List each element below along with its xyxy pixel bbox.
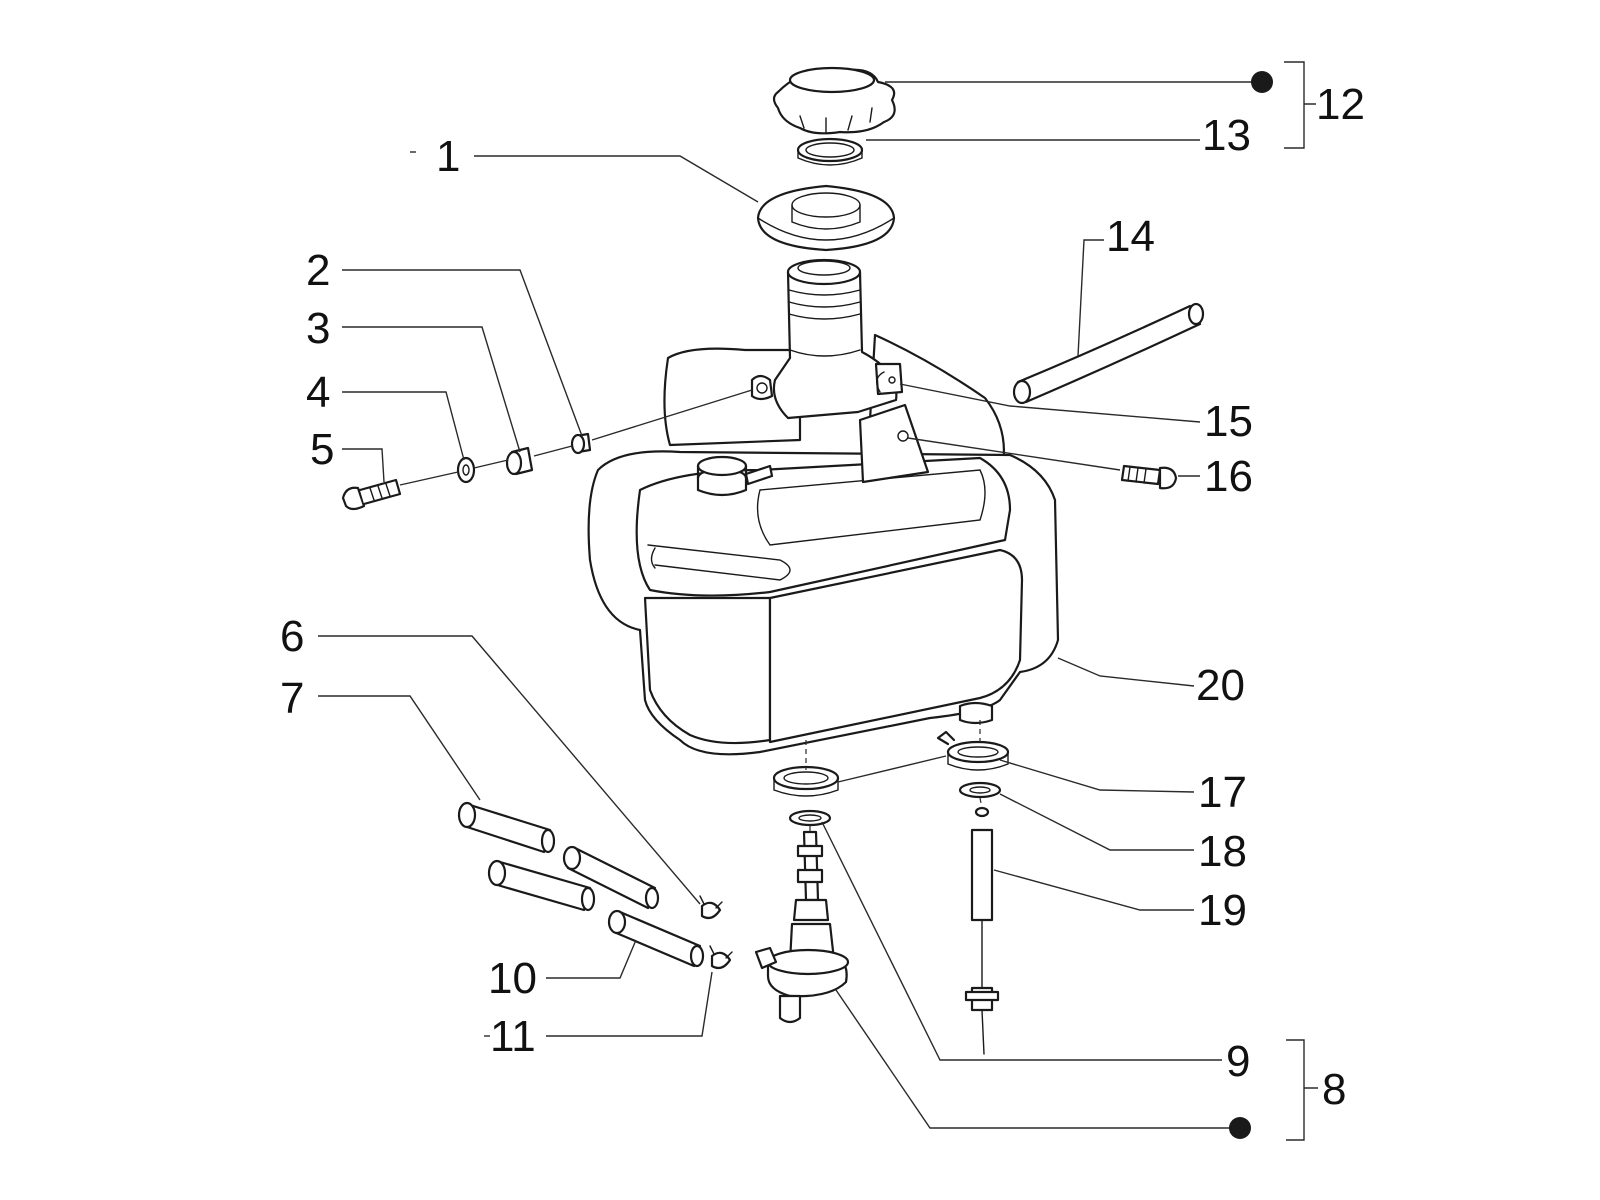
- cap-gasket-drawing: [796, 137, 864, 166]
- left-fasteners-drawing: [341, 389, 753, 511]
- callout-3: 3: [306, 304, 330, 353]
- callout-15: 15: [1204, 397, 1253, 446]
- callout-2: 2: [306, 246, 330, 295]
- callout-14: 14: [1106, 212, 1155, 261]
- callout-17: 17: [1198, 768, 1247, 817]
- hoses-drawing: [457, 801, 705, 968]
- level-sender-drawing: [936, 720, 1010, 1055]
- callout-6: 6: [280, 612, 304, 661]
- callout-20: 20: [1196, 661, 1245, 710]
- callout-18: 18: [1198, 827, 1247, 876]
- fuel-tap-drawing: [754, 740, 850, 1024]
- leader-lines: [318, 61, 1318, 1141]
- assembly-dot-8: [1229, 1117, 1251, 1139]
- cap-drawing: [772, 66, 896, 135]
- screw-16-drawing: [907, 437, 1178, 490]
- callout-7: 7: [280, 674, 304, 723]
- callout-9: 9: [1226, 1037, 1250, 1086]
- callout-1: 1: [436, 132, 460, 181]
- callout-16: 16: [1204, 452, 1253, 501]
- callout-numbers: 1 2 3 4 5 6 7 8 9 10 11 12 13 14 15 16 1…: [280, 80, 1365, 1114]
- callout-19: 19: [1198, 886, 1247, 935]
- clips-drawing: [699, 895, 733, 970]
- callout-13: 13: [1202, 111, 1251, 160]
- callout-4: 4: [306, 368, 330, 417]
- callout-8: 8: [1322, 1065, 1346, 1114]
- breather-hose-drawing: [1012, 302, 1205, 405]
- neck-seal-drawing: [756, 184, 896, 252]
- callout-5: 5: [310, 425, 334, 474]
- assembly-dot-12: [1251, 71, 1273, 93]
- callout-12: 12: [1316, 80, 1365, 129]
- fuel-tank-drawing: [587, 258, 1060, 756]
- callout-10: 10: [488, 954, 537, 1003]
- callout-11: 11: [490, 1012, 536, 1061]
